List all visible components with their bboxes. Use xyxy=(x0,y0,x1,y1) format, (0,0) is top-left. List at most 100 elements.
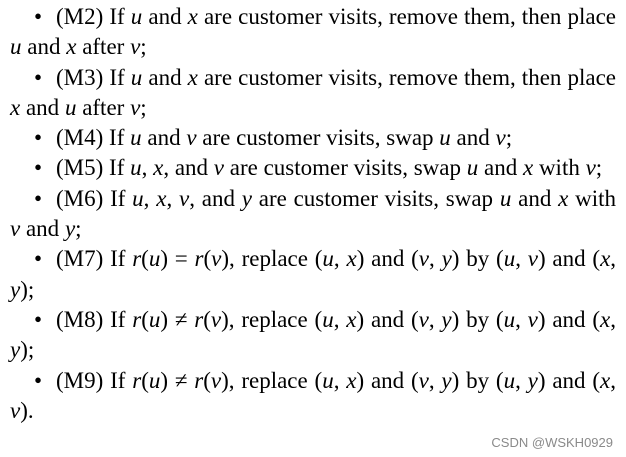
math-variable: u xyxy=(322,306,334,332)
math-variable: u xyxy=(10,34,22,60)
text-fragment: ) and ( xyxy=(537,306,601,332)
math-variable: v xyxy=(418,306,429,332)
text-fragment: , xyxy=(515,306,528,332)
text-fragment: ) and ( xyxy=(537,246,601,272)
move-item-m5: •(M5) If u, x, and v are customer visits… xyxy=(10,153,616,183)
math-variable: r xyxy=(132,246,142,272)
math-variable: x xyxy=(600,306,611,332)
math-variable: v xyxy=(186,125,197,151)
math-variable: v xyxy=(495,125,506,151)
bullet-icon: • xyxy=(34,64,43,90)
move-item-m9: •(M9) If r(u) ≠ r(v), replace (u, x) and… xyxy=(10,366,616,427)
math-variable: x xyxy=(153,155,164,181)
text-fragment: If xyxy=(103,246,133,272)
text-fragment: and xyxy=(20,216,65,242)
math-variable: x xyxy=(600,246,611,272)
bullet-icon: • xyxy=(34,185,43,211)
move-item-m8: •(M8) If r(u) ≠ r(v), replace (u, x) and… xyxy=(10,305,616,366)
text-fragment: ; xyxy=(140,94,147,120)
text-fragment: , xyxy=(166,185,179,211)
text-fragment: ); xyxy=(20,337,35,363)
math-variable: r xyxy=(194,367,204,393)
math-variable: u xyxy=(322,367,334,393)
text-fragment: and xyxy=(478,155,523,181)
text-fragment: ( xyxy=(203,246,212,272)
text-fragment: , xyxy=(141,155,154,181)
text-fragment: ) ≠ xyxy=(160,367,195,393)
math-variable: u xyxy=(132,185,144,211)
text-fragment: ) by ( xyxy=(451,246,504,272)
math-variable: u xyxy=(148,306,161,332)
math-variable: v xyxy=(210,367,222,393)
text-fragment: and xyxy=(141,125,187,151)
text-fragment: ). xyxy=(20,397,34,423)
bullet-icon: • xyxy=(34,155,43,181)
text-fragment: If xyxy=(103,367,133,393)
text-fragment: , xyxy=(333,246,347,272)
text-fragment: ) and ( xyxy=(537,367,601,393)
text-fragment: ) xyxy=(221,246,230,272)
text-fragment: and xyxy=(450,125,496,151)
text-fragment: , xyxy=(429,246,442,272)
text-fragment: ( xyxy=(141,246,149,272)
math-variable: y xyxy=(441,306,452,332)
math-variable: v xyxy=(10,397,21,423)
text-fragment: If xyxy=(103,185,133,211)
move-tag: (M4) xyxy=(56,125,104,151)
text-fragment: ) by ( xyxy=(451,367,504,393)
math-variable: x xyxy=(600,367,611,393)
text-fragment: , replace ( xyxy=(228,367,323,393)
text-fragment: , xyxy=(515,246,528,272)
text-fragment: and xyxy=(142,4,188,29)
text-fragment: ) xyxy=(221,306,229,332)
text-fragment: , and xyxy=(163,155,214,181)
move-item-m6: •(M6) If u, x, v, and y are customer vis… xyxy=(10,184,616,245)
math-variable: y xyxy=(241,185,252,211)
text-fragment: are customer visits, swap xyxy=(251,185,500,211)
math-variable: u xyxy=(130,64,143,90)
math-variable: x xyxy=(522,155,534,181)
math-variable: u xyxy=(439,125,451,151)
bullet-icon: • xyxy=(34,367,43,393)
bullet-icon: • xyxy=(34,125,43,151)
text-fragment: with xyxy=(533,155,586,181)
math-variable: x xyxy=(346,246,357,272)
text-fragment: ); xyxy=(20,276,35,302)
text-fragment: , xyxy=(428,367,442,393)
math-variable: v xyxy=(211,246,222,272)
math-variable: u xyxy=(499,185,512,211)
math-variable: v xyxy=(585,155,596,181)
text-fragment: after xyxy=(76,94,131,120)
text-fragment: , replace ( xyxy=(228,306,323,332)
text-fragment: ) xyxy=(221,367,229,393)
text-fragment: ( xyxy=(203,367,211,393)
text-fragment: , xyxy=(610,306,616,332)
text-fragment: , xyxy=(610,367,616,393)
move-item-m3: •(M3) If u and x are customer visits, re… xyxy=(10,63,616,124)
move-item-m2: •(M2) If u and x are customer visits, re… xyxy=(10,2,616,63)
text-fragment: and xyxy=(20,94,65,120)
text-fragment: , replace ( xyxy=(229,246,323,272)
math-variable: v xyxy=(130,34,141,60)
move-tag: (M7) xyxy=(56,246,104,272)
math-variable: u xyxy=(503,246,516,272)
math-variable: y xyxy=(10,276,21,302)
text-fragment: ) ≠ xyxy=(160,306,195,332)
move-tag: (M9) xyxy=(56,367,104,393)
text-fragment: ) = xyxy=(160,246,195,272)
text-fragment: , xyxy=(333,306,347,332)
bullet-icon: • xyxy=(34,246,43,272)
math-variable: v xyxy=(527,246,538,272)
text-fragment: are customer visits, remove them, then p… xyxy=(197,64,617,90)
math-variable: x xyxy=(66,34,77,60)
move-tag: (M8) xyxy=(56,306,104,332)
math-variable: v xyxy=(527,306,538,332)
move-tag: (M6) xyxy=(56,185,104,211)
math-variable: y xyxy=(527,367,538,393)
bullet-icon: • xyxy=(34,306,43,332)
text-fragment: ; xyxy=(140,34,147,60)
text-fragment: and xyxy=(511,185,559,211)
bullet-icon: • xyxy=(34,4,43,29)
math-variable: x xyxy=(346,306,357,332)
text-fragment: , xyxy=(428,306,442,332)
